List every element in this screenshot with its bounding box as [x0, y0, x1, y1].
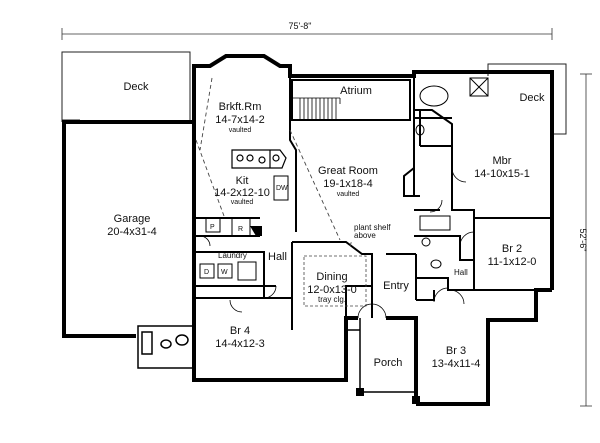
porch-post-right: [412, 396, 420, 404]
overall-depth-label: 52'-6": [578, 229, 588, 252]
garage-size: 20-4x31-4: [107, 226, 157, 238]
door-swings: [199, 167, 475, 319]
dishwasher-label: DW: [276, 185, 288, 192]
refrigerator-label: R: [238, 226, 243, 233]
master-bath-fixtures: [415, 77, 489, 136]
br4-size: 14-4x12-3: [215, 338, 265, 350]
br2-size: 11-1x12-0: [488, 256, 537, 268]
breakfast-size: 14-7x14-2: [215, 114, 265, 126]
dryer-label: D: [204, 269, 209, 276]
kitchen-name: Kit: [236, 175, 249, 187]
laundry-label: Laundry: [218, 251, 247, 260]
great-room-size: 19-1x18-4: [323, 178, 373, 190]
atrium-stair: [292, 97, 341, 120]
deck-right-outline: [487, 63, 567, 135]
garage-bath: [137, 325, 195, 369]
washer-label: W: [221, 269, 228, 276]
br3-size: 13-4x11-4: [432, 358, 481, 370]
breakfast-name: Brkft.Rm: [219, 101, 262, 113]
porch-outline: [346, 318, 416, 393]
great-room-note: vaulted: [337, 191, 360, 198]
deck-right-label: Deck: [519, 92, 545, 104]
dining-tray-outline: [303, 255, 367, 307]
vault-lines: [195, 77, 353, 247]
depth-dimension-line: [580, 73, 592, 407]
hall-bath-fixtures: [419, 215, 451, 269]
kitchen-island: [231, 149, 287, 169]
breakfast-note: vaulted: [229, 127, 252, 134]
entry-label: Entry: [383, 280, 409, 292]
hall-right-label: Hall: [454, 268, 468, 277]
br4-name: Br 4: [230, 325, 250, 337]
plant-shelf-line1: plant shelf: [354, 223, 391, 232]
kitchen-note: vaulted: [231, 199, 254, 206]
plant-shelf-line2: above: [354, 231, 376, 240]
porch-label: Porch: [374, 357, 403, 369]
dining-note: tray clg.: [318, 295, 346, 304]
interior-walls: [194, 76, 552, 330]
br3-name: Br 3: [446, 345, 466, 357]
kitchen-size: 14-2x12-10: [214, 187, 270, 199]
master-name: Mbr: [493, 155, 512, 167]
dining-name: Dining: [316, 271, 347, 283]
laundry-appliances: [199, 261, 257, 281]
overall-width-label: 75'-8": [289, 21, 312, 31]
kitchen-corner-block: [250, 226, 262, 236]
great-room-name: Great Room: [318, 165, 378, 177]
atrium-label: Atrium: [340, 85, 372, 97]
pantry-label: P: [210, 224, 215, 231]
master-size: 14-10x15-1: [474, 168, 530, 180]
width-dimension-line: [61, 28, 553, 40]
deck-left-label: Deck: [123, 81, 149, 93]
hall-left-label: Hall: [268, 251, 287, 263]
garage-name: Garage: [114, 213, 151, 225]
br2-name: Br 2: [502, 243, 522, 255]
dining-size: 12-0x13-0: [307, 284, 357, 296]
kitchen-counters: [205, 175, 289, 237]
